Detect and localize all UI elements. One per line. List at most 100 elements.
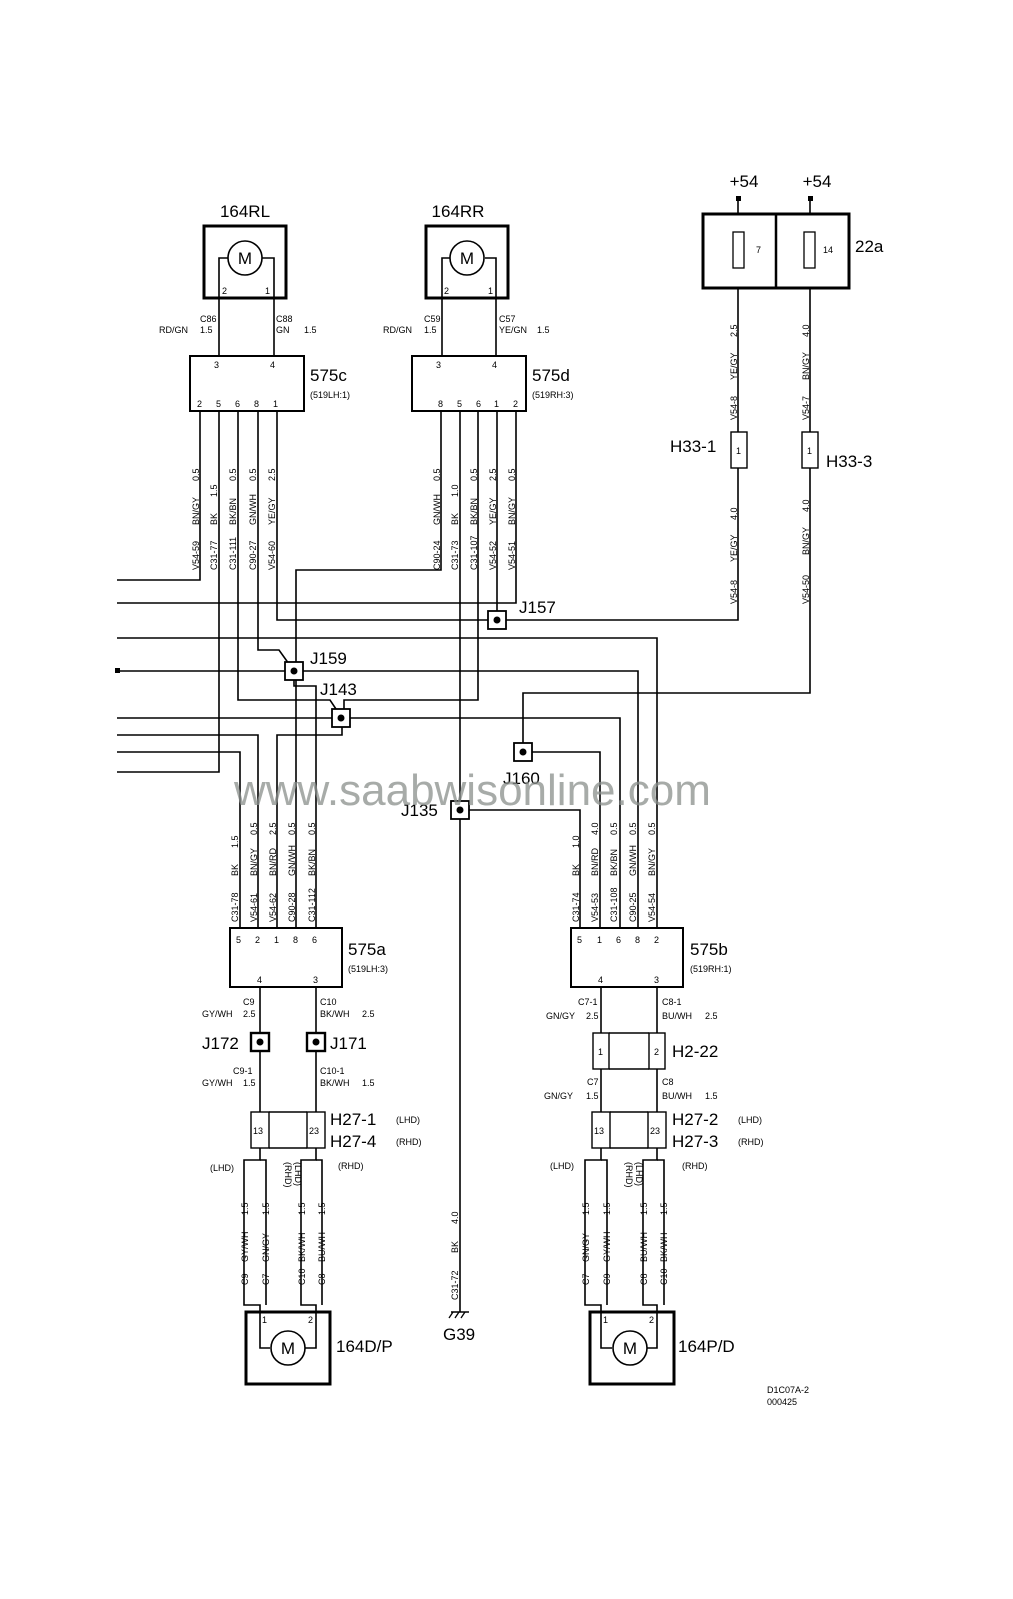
wire-id: C31-107	[469, 535, 479, 570]
wire-labels-horizontal: C86 RD/GN 1.5 C88 GN 1.5 C59 RD/GN 1.5 C…	[159, 314, 718, 1173]
fuse-icon	[732, 231, 745, 269]
connector-label: H27-4	[330, 1132, 376, 1151]
motor-164dp: M 1 2 164D/P	[244, 1310, 393, 1386]
motor-label-164pd: 164P/D	[678, 1337, 735, 1356]
connector-label: H27-3	[672, 1132, 718, 1151]
wire-size: 2.5	[362, 1009, 375, 1019]
junction-label: J160	[503, 769, 540, 788]
pin-label: 1	[736, 446, 741, 456]
wire-size: 1.5	[602, 1202, 612, 1215]
connector-h27-right: 13 23 H27-2 H27-3 (LHD) (RHD)	[591, 1110, 764, 1151]
pin-label: 8	[293, 935, 298, 945]
fusebox-22a: 7 14 22a +54 +54	[701, 172, 884, 290]
junction-label: J159	[310, 649, 347, 668]
wire-color: BN/RD	[268, 847, 278, 876]
pin-label: 6	[616, 935, 621, 945]
motor-164pd: M 1 2 164P/D	[588, 1310, 735, 1386]
variant-tag: (RHD)	[283, 1162, 293, 1188]
wire-color: GY/WH	[240, 1232, 250, 1263]
motor-symbol: M	[238, 249, 252, 268]
motor-164rl: M 2 1 164RL	[202, 202, 288, 300]
wire-size: 0.5	[228, 468, 238, 481]
wire-id: C8	[317, 1273, 327, 1285]
junction-j171: J171	[305, 1031, 367, 1053]
motor-label-164dp: 164D/P	[336, 1337, 393, 1356]
motor-icon	[449, 240, 485, 276]
wire-color: GY/WH	[202, 1009, 233, 1019]
variant-tag: (RHD)	[624, 1162, 634, 1188]
wire-size: 1.5	[230, 835, 240, 848]
wire-size: 0.5	[507, 468, 517, 481]
variant-tag: (LHD)	[396, 1115, 420, 1125]
pin-label: 2	[197, 399, 202, 409]
wire-id: C7-1	[578, 997, 598, 1007]
wire-color: BN/GY	[507, 497, 517, 525]
junction-label: J157	[519, 598, 556, 617]
wire-id: C31-111	[228, 537, 238, 570]
wire-id: C9	[243, 997, 255, 1007]
wire-color: BK/WH	[320, 1009, 350, 1019]
wire-network	[117, 198, 811, 1312]
wire-id: C7	[261, 1273, 271, 1285]
wire-color: BN/GY	[249, 848, 259, 876]
wire-size: 1.5	[424, 325, 437, 335]
wire-size: 1.5	[209, 484, 219, 497]
wire-size: 2.5	[243, 1009, 256, 1019]
wire-color: BU/WH	[662, 1011, 692, 1021]
wire-id: C10	[297, 1268, 307, 1285]
wire-id: C90-27	[248, 540, 258, 570]
module-sublabel: (519RH:3)	[532, 390, 574, 400]
drawing-code: D1C07A-2	[767, 1385, 809, 1395]
wire-id: C10	[659, 1268, 669, 1285]
wire-color: BN/GY	[801, 352, 811, 380]
pin-label: 1	[597, 935, 602, 945]
junction-j157: J157	[487, 598, 556, 630]
wire-color: BK	[450, 1241, 460, 1253]
pin-label: 2	[255, 935, 260, 945]
pin-label: 8	[254, 399, 259, 409]
wire-id: C9	[240, 1273, 250, 1285]
wire-id: C7	[587, 1077, 599, 1087]
wire-color: BU/WH	[639, 1232, 649, 1262]
wire-id: C31-112	[307, 888, 317, 922]
variant-tag: (LHD)	[293, 1162, 303, 1186]
module-sublabel: (519LH:1)	[310, 390, 350, 400]
wire-size: 1.5	[659, 1202, 669, 1215]
wire-id: C31-108	[609, 887, 619, 922]
pin-label: 13	[253, 1126, 263, 1136]
motor-icon	[612, 1330, 648, 1366]
pin-label: 23	[309, 1126, 319, 1136]
wire-size: 0.5	[287, 822, 297, 835]
wire-id: C31-77	[209, 540, 219, 570]
motor-label-164rl: 164RL	[220, 202, 270, 221]
wire-size: 1.5	[581, 1202, 591, 1215]
wire-size: 1.5	[304, 325, 317, 335]
module-sublabel: (519RH:1)	[690, 964, 732, 974]
variant-tag: (RHD)	[738, 1137, 764, 1147]
fuse-icon	[803, 231, 816, 269]
wire-id: C9-1	[233, 1066, 253, 1076]
wire-color: BN/GY	[191, 497, 201, 525]
wire-color: GN/GY	[261, 1233, 271, 1262]
pin-label: 23	[650, 1126, 660, 1136]
pin-label: 4	[257, 975, 262, 985]
wire-size: 1.5	[362, 1078, 375, 1088]
connector-label: H27-2	[672, 1110, 718, 1129]
wire-size: 4.0	[801, 499, 811, 512]
wire-id: C10	[320, 997, 337, 1007]
ground-label: G39	[443, 1325, 475, 1344]
connector-label: H27-1	[330, 1110, 376, 1129]
wire-size: 1.5	[639, 1202, 649, 1215]
ground-g39: G39	[443, 1311, 475, 1344]
wire-id: C57	[499, 314, 516, 324]
supply-terminal	[736, 196, 741, 201]
wire-size: 1.5	[705, 1091, 718, 1101]
variant-tag: (RHD)	[338, 1161, 364, 1171]
wire-id: C8	[639, 1273, 649, 1285]
motor-symbol: M	[281, 1339, 295, 1358]
pin-label: 3	[436, 360, 441, 370]
module-575a: 5 2 1 8 6 4 3 575a (519LH:3)	[229, 927, 388, 988]
junction-j160: J160	[503, 742, 540, 788]
wire-id: V54-8	[729, 396, 739, 420]
wire-id: C31-78	[230, 892, 240, 922]
